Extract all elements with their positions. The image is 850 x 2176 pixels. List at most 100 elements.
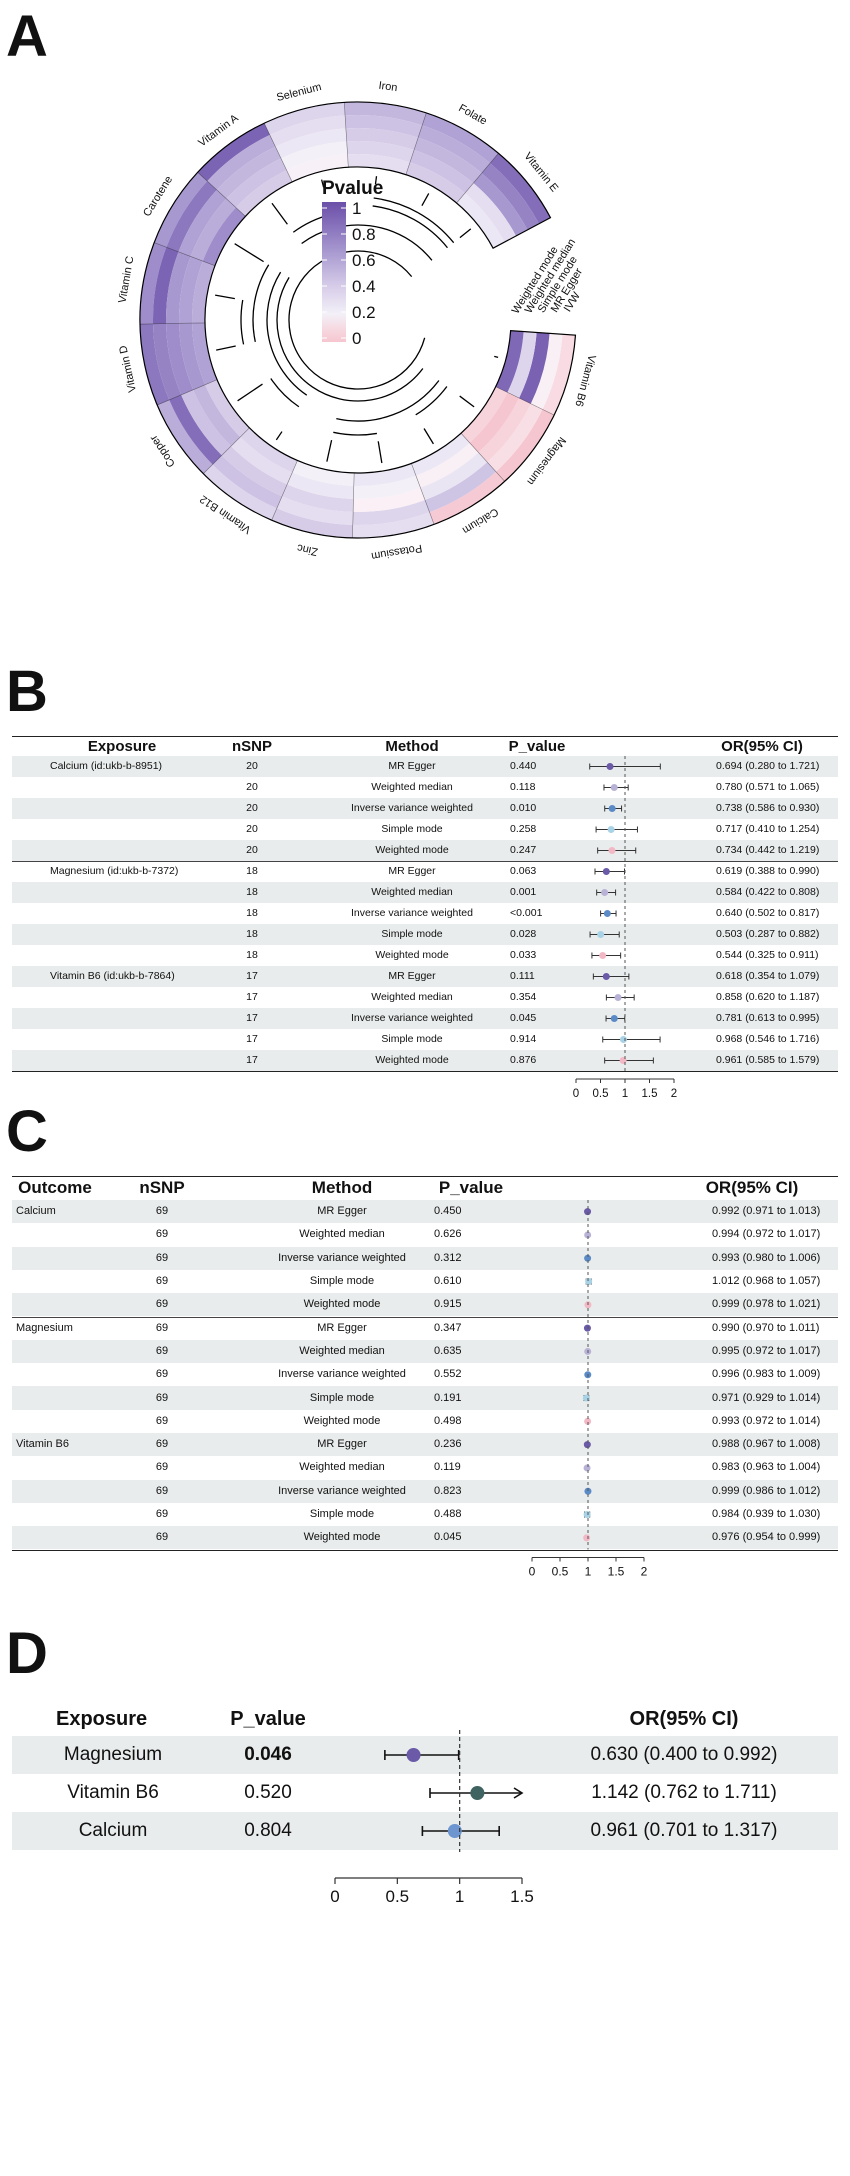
nsnp-cell: 69 — [155, 1414, 169, 1427]
nsnp-cell: 69 — [155, 1205, 169, 1218]
pvalue-cell: 0.247 — [510, 844, 537, 857]
heatmap-cell — [264, 102, 346, 135]
heatmap-cell — [460, 386, 508, 443]
or-ci-cell: 0.780 (0.571 to 1.065) — [716, 781, 820, 794]
pvalue-cell: 0.119 — [434, 1461, 461, 1474]
nsnp-cell: 20 — [246, 844, 258, 857]
heatmap-cell — [422, 112, 499, 164]
x-tick-label: 1.5 — [510, 1887, 534, 1906]
nsnp-cell: 69 — [155, 1228, 169, 1241]
heatmap-cell — [481, 163, 540, 230]
heatmap-sector-label: Copper — [148, 432, 178, 469]
pvalue-cell: 0.033 — [510, 949, 537, 962]
heatmap-cell — [240, 427, 298, 473]
heatmap-cell — [153, 247, 179, 324]
or-point — [619, 1036, 627, 1043]
x-tick-label: 2 — [671, 1088, 677, 1100]
method-cell: Weighted mode — [303, 1414, 381, 1427]
pvalue-cell: 0.028 — [510, 928, 537, 941]
heatmap-cell — [276, 496, 354, 525]
or-point — [602, 868, 610, 875]
nsnp-cell: 17 — [246, 1012, 258, 1025]
pvalue-cell: 0.191 — [434, 1391, 462, 1404]
heatmap-cell — [530, 333, 563, 410]
pvalue-cell: 0.498 — [434, 1414, 462, 1427]
or-ci-cell: 0.994 (0.972 to 1.017) — [712, 1228, 821, 1241]
or-point — [582, 1394, 590, 1402]
pvalue-cell: 0.001 — [510, 886, 537, 899]
column-header: Method — [311, 1178, 373, 1197]
method-cell: Weighted median — [371, 781, 453, 794]
method-cell: MR Egger — [388, 970, 436, 983]
or-point — [583, 1511, 591, 1519]
heatmap-cell — [226, 158, 287, 208]
column-header: Exposure — [56, 1708, 148, 1730]
heatmap-cell — [519, 332, 550, 404]
heatmap-cell — [190, 198, 236, 262]
row-shade — [12, 1200, 838, 1224]
pvalue-cell: 0.450 — [434, 1205, 462, 1218]
heatmap-cell — [418, 125, 491, 174]
group-label: Vitamin B6 — [16, 1438, 69, 1451]
nsnp-cell: 20 — [246, 781, 258, 794]
heatmap-cell — [192, 261, 215, 324]
or-ci-cell: 0.961 (0.585 to 1.579) — [716, 1054, 820, 1067]
or-ci-cell: 0.976 (0.954 to 0.999) — [712, 1531, 821, 1544]
heatmap-cell — [169, 394, 222, 465]
pvalue-cell: 0.804 — [244, 1820, 292, 1841]
or-point — [597, 931, 605, 938]
or-point — [584, 1231, 592, 1239]
heatmap-cell — [221, 446, 288, 497]
nsnp-cell: 17 — [246, 1054, 258, 1067]
or-point — [607, 826, 615, 833]
column-header: Exposure — [87, 738, 157, 755]
x-tick-label: 1 — [622, 1088, 628, 1100]
row-shade — [12, 966, 838, 987]
legend-tick-label: 0.6 — [352, 251, 376, 270]
pvalue-cell: 0.610 — [434, 1275, 462, 1288]
legend-tick-label: 0.2 — [352, 303, 376, 322]
heatmap-cell — [345, 114, 423, 138]
method-cell: Inverse variance weighted — [351, 802, 473, 815]
or-ci-cell: 0.993 (0.972 to 1.014) — [712, 1414, 821, 1427]
nsnp-cell: 20 — [246, 760, 258, 773]
exposure-cell: Vitamin B6 — [67, 1782, 159, 1803]
or-point — [614, 994, 622, 1001]
heatmap-cell — [353, 475, 421, 499]
heatmap-cell — [352, 512, 434, 538]
column-header: OR(95% CI) — [705, 1178, 799, 1197]
heatmap-cell — [424, 462, 496, 513]
pvalue-cell: 0.045 — [510, 1012, 537, 1025]
heatmap-cell — [179, 323, 206, 390]
method-cell: Weighted median — [371, 886, 453, 899]
nsnp-cell: 69 — [155, 1275, 169, 1288]
x-tick-label: 1.5 — [608, 1565, 625, 1579]
method-cell: Inverse variance weighted — [278, 1484, 406, 1497]
heatmap-cell — [487, 403, 543, 472]
method-cell: Inverse variance weighted — [278, 1251, 406, 1264]
nsnp-cell: 69 — [155, 1321, 169, 1334]
group-label: Calcium (id:ukb-b-8951) — [50, 760, 163, 773]
row-shade — [12, 840, 838, 861]
nsnp-cell: 20 — [246, 823, 258, 836]
nsnp-cell: 69 — [155, 1508, 169, 1521]
heatmap-cell — [179, 256, 203, 324]
heatmap-cell — [405, 162, 465, 204]
heatmap-cell — [139, 242, 167, 325]
row-shade — [12, 1008, 838, 1029]
x-tick-label: 0 — [330, 1887, 339, 1906]
circular-heatmap: Vitamin B6MagnesiumCalciumPotassiumZincV… — [116, 80, 597, 562]
heatmap-cell — [235, 170, 293, 217]
nsnp-cell: 69 — [155, 1438, 169, 1451]
panel-letter-d: D — [6, 1621, 48, 1686]
heatmap-cell — [507, 331, 537, 399]
nsnp-cell: 69 — [155, 1251, 169, 1264]
nsnp-cell: 69 — [155, 1461, 169, 1474]
heatmap-cell — [193, 384, 241, 447]
or-ci-cell: 0.999 (0.978 to 1.021) — [712, 1298, 821, 1311]
nsnp-cell: 18 — [246, 907, 258, 920]
table-bottom-rule — [12, 1071, 838, 1072]
method-cell: Inverse variance weighted — [278, 1368, 406, 1381]
or-ci-cell: 0.995 (0.972 to 1.017) — [712, 1344, 821, 1357]
